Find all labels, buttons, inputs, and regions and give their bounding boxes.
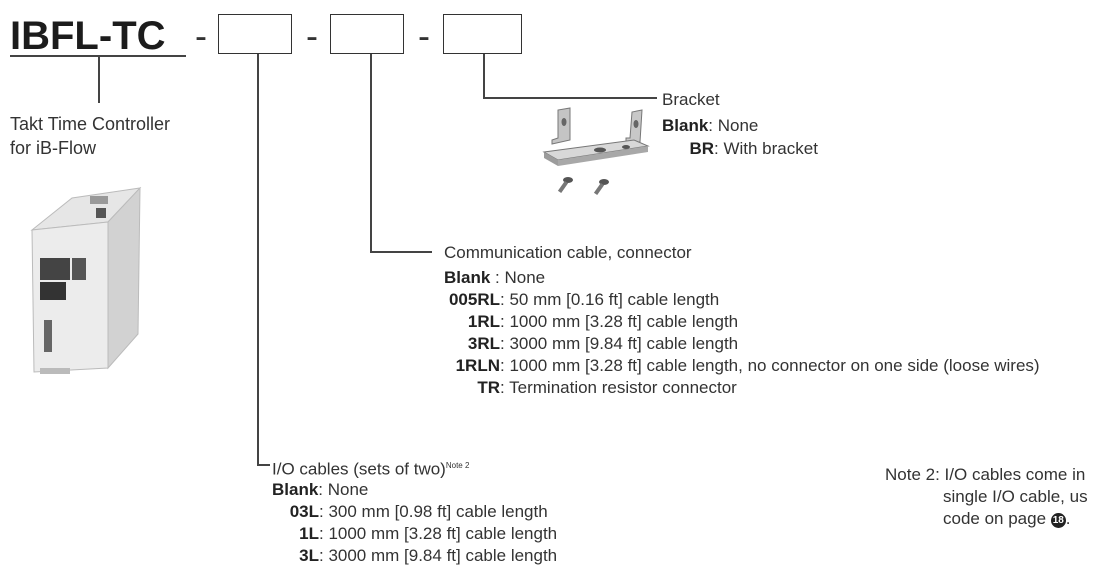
controller-illustration: [10, 180, 160, 380]
io-title-text: I/O cables (sets of two): [272, 460, 446, 479]
option-desc: : Termination resistor connector: [500, 378, 737, 397]
note-line: single I/O cable, us: [885, 486, 1101, 508]
comm-option: 1RL: 1000 mm [3.28 ft] cable length: [444, 311, 1040, 333]
option-code: 1L: [299, 524, 319, 543]
io-option: Blank: None: [272, 479, 557, 501]
option-code: Blank: [272, 480, 318, 499]
option-code: 3L: [299, 546, 319, 565]
option-code: Blank: [444, 268, 490, 287]
comm-option: 1RLN: 1000 mm [3.28 ft] cable length, no…: [444, 355, 1040, 377]
comm-option: TR: Termination resistor connector: [444, 377, 1040, 399]
product-subtitle: for iB-Flow: [10, 137, 96, 159]
option-code: BR: [689, 139, 714, 158]
leader-io-v: [257, 54, 259, 465]
leader-io-h: [257, 464, 270, 466]
option-box-comm: [330, 14, 404, 54]
leader-bracket-v: [483, 54, 485, 98]
comm-option: Blank : None: [444, 267, 1040, 289]
option-box-io: [218, 14, 292, 54]
option-desc: : 1000 mm [3.28 ft] cable length, no con…: [500, 356, 1040, 375]
comm-option: 3RL: 3000 mm [9.84 ft] cable length: [444, 333, 1040, 355]
option-desc: : 50 mm [0.16 ft] cable length: [500, 290, 719, 309]
option-desc: : With bracket: [714, 139, 818, 158]
io-option: 03L: 300 mm [0.98 ft] cable length: [272, 501, 557, 523]
option-desc: : 3000 mm [9.84 ft] cable length: [500, 334, 738, 353]
option-code: 1RLN: [456, 356, 500, 375]
option-code: 03L: [290, 502, 319, 521]
option-desc: : 1000 mm [3.28 ft] cable length: [500, 312, 738, 331]
option-desc: : 1000 mm [3.28 ft] cable length: [319, 524, 557, 543]
separator: -: [306, 15, 318, 57]
option-code: 3RL: [468, 334, 500, 353]
io-note-ref: Note 2: [446, 461, 470, 470]
note-label: Note 2:: [885, 465, 940, 484]
bracket-option-br: BR: With bracket: [662, 138, 818, 160]
option-desc: : None: [708, 116, 758, 135]
comm-title: Communication cable, connector: [444, 242, 692, 264]
page-number-badge: 18: [1051, 513, 1066, 528]
option-desc: : None: [318, 480, 368, 499]
io-option: 1L: 1000 mm [3.28 ft] cable length: [272, 523, 557, 545]
note-line: code on page 18.: [885, 508, 1101, 530]
bracket-title: Bracket: [662, 89, 720, 111]
option-desc: : 3000 mm [9.84 ft] cable length: [319, 546, 557, 565]
option-box-bracket: [443, 14, 522, 54]
option-code: Blank: [662, 116, 708, 135]
note-line: Note 2: I/O cables come in: [885, 464, 1101, 486]
bracket-option-blank: Blank: None: [662, 115, 758, 137]
io-title: I/O cables (sets of two)Note 2: [272, 455, 469, 481]
io-option-list: Blank: None 03L: 300 mm [0.98 ft] cable …: [272, 479, 557, 567]
option-desc: : None: [490, 268, 545, 287]
option-code: TR: [477, 378, 500, 397]
option-code: 1RL: [468, 312, 500, 331]
leader-comm-v: [370, 54, 372, 252]
leader-product: [98, 57, 100, 103]
option-code: 005RL: [449, 290, 500, 309]
model-prefix: IBFL-TC: [10, 14, 166, 59]
separator: -: [418, 15, 430, 57]
io-option: 3L: 3000 mm [9.84 ft] cable length: [272, 545, 557, 567]
separator: -: [195, 15, 207, 57]
comm-option: 005RL: 50 mm [0.16 ft] cable length: [444, 289, 1040, 311]
leader-comm-h: [370, 251, 432, 253]
comm-option-list: Blank : None 005RL: 50 mm [0.16 ft] cabl…: [444, 267, 1040, 399]
option-desc: : 300 mm [0.98 ft] cable length: [319, 502, 548, 521]
bracket-illustration: [530, 100, 670, 210]
leader-bracket-h: [483, 97, 657, 99]
note-block: Note 2: I/O cables come in single I/O ca…: [885, 464, 1101, 530]
product-name: Takt Time Controller: [10, 113, 170, 135]
